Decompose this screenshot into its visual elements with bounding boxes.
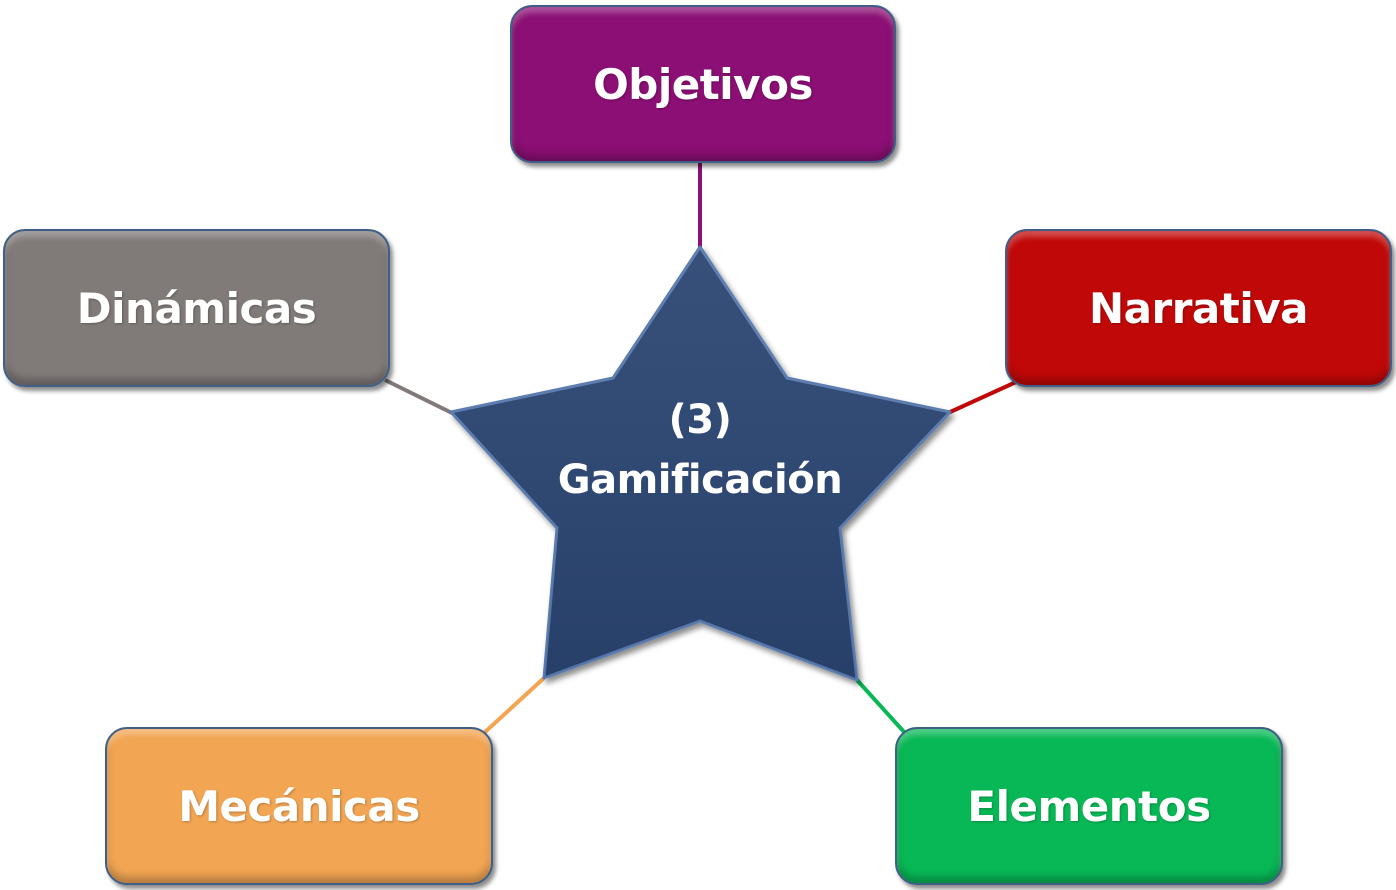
node-objetivos[interactable]: Objetivos xyxy=(510,5,896,163)
node-label: Mecánicas xyxy=(178,781,420,831)
center-label-title: Gamificación xyxy=(557,457,843,503)
center-label: (3) Gamificación xyxy=(500,390,900,510)
node-label: Narrativa xyxy=(1089,283,1308,333)
node-label: Objetivos xyxy=(593,59,813,109)
node-elementos[interactable]: Elementos xyxy=(895,727,1283,885)
star-shading xyxy=(451,247,950,680)
node-label: Elementos xyxy=(967,781,1211,831)
connector-dinamicas xyxy=(384,378,453,415)
node-narrativa[interactable]: Narrativa xyxy=(1005,229,1392,387)
node-dinamicas[interactable]: Dinámicas xyxy=(3,229,390,387)
connector-mecanicas xyxy=(482,676,546,735)
connector-narrativa xyxy=(947,380,1017,415)
node-mecanicas[interactable]: Mecánicas xyxy=(105,727,493,885)
node-label: Dinámicas xyxy=(76,283,317,333)
center-label-number: (3) xyxy=(668,397,732,443)
connector-elementos xyxy=(855,678,907,735)
